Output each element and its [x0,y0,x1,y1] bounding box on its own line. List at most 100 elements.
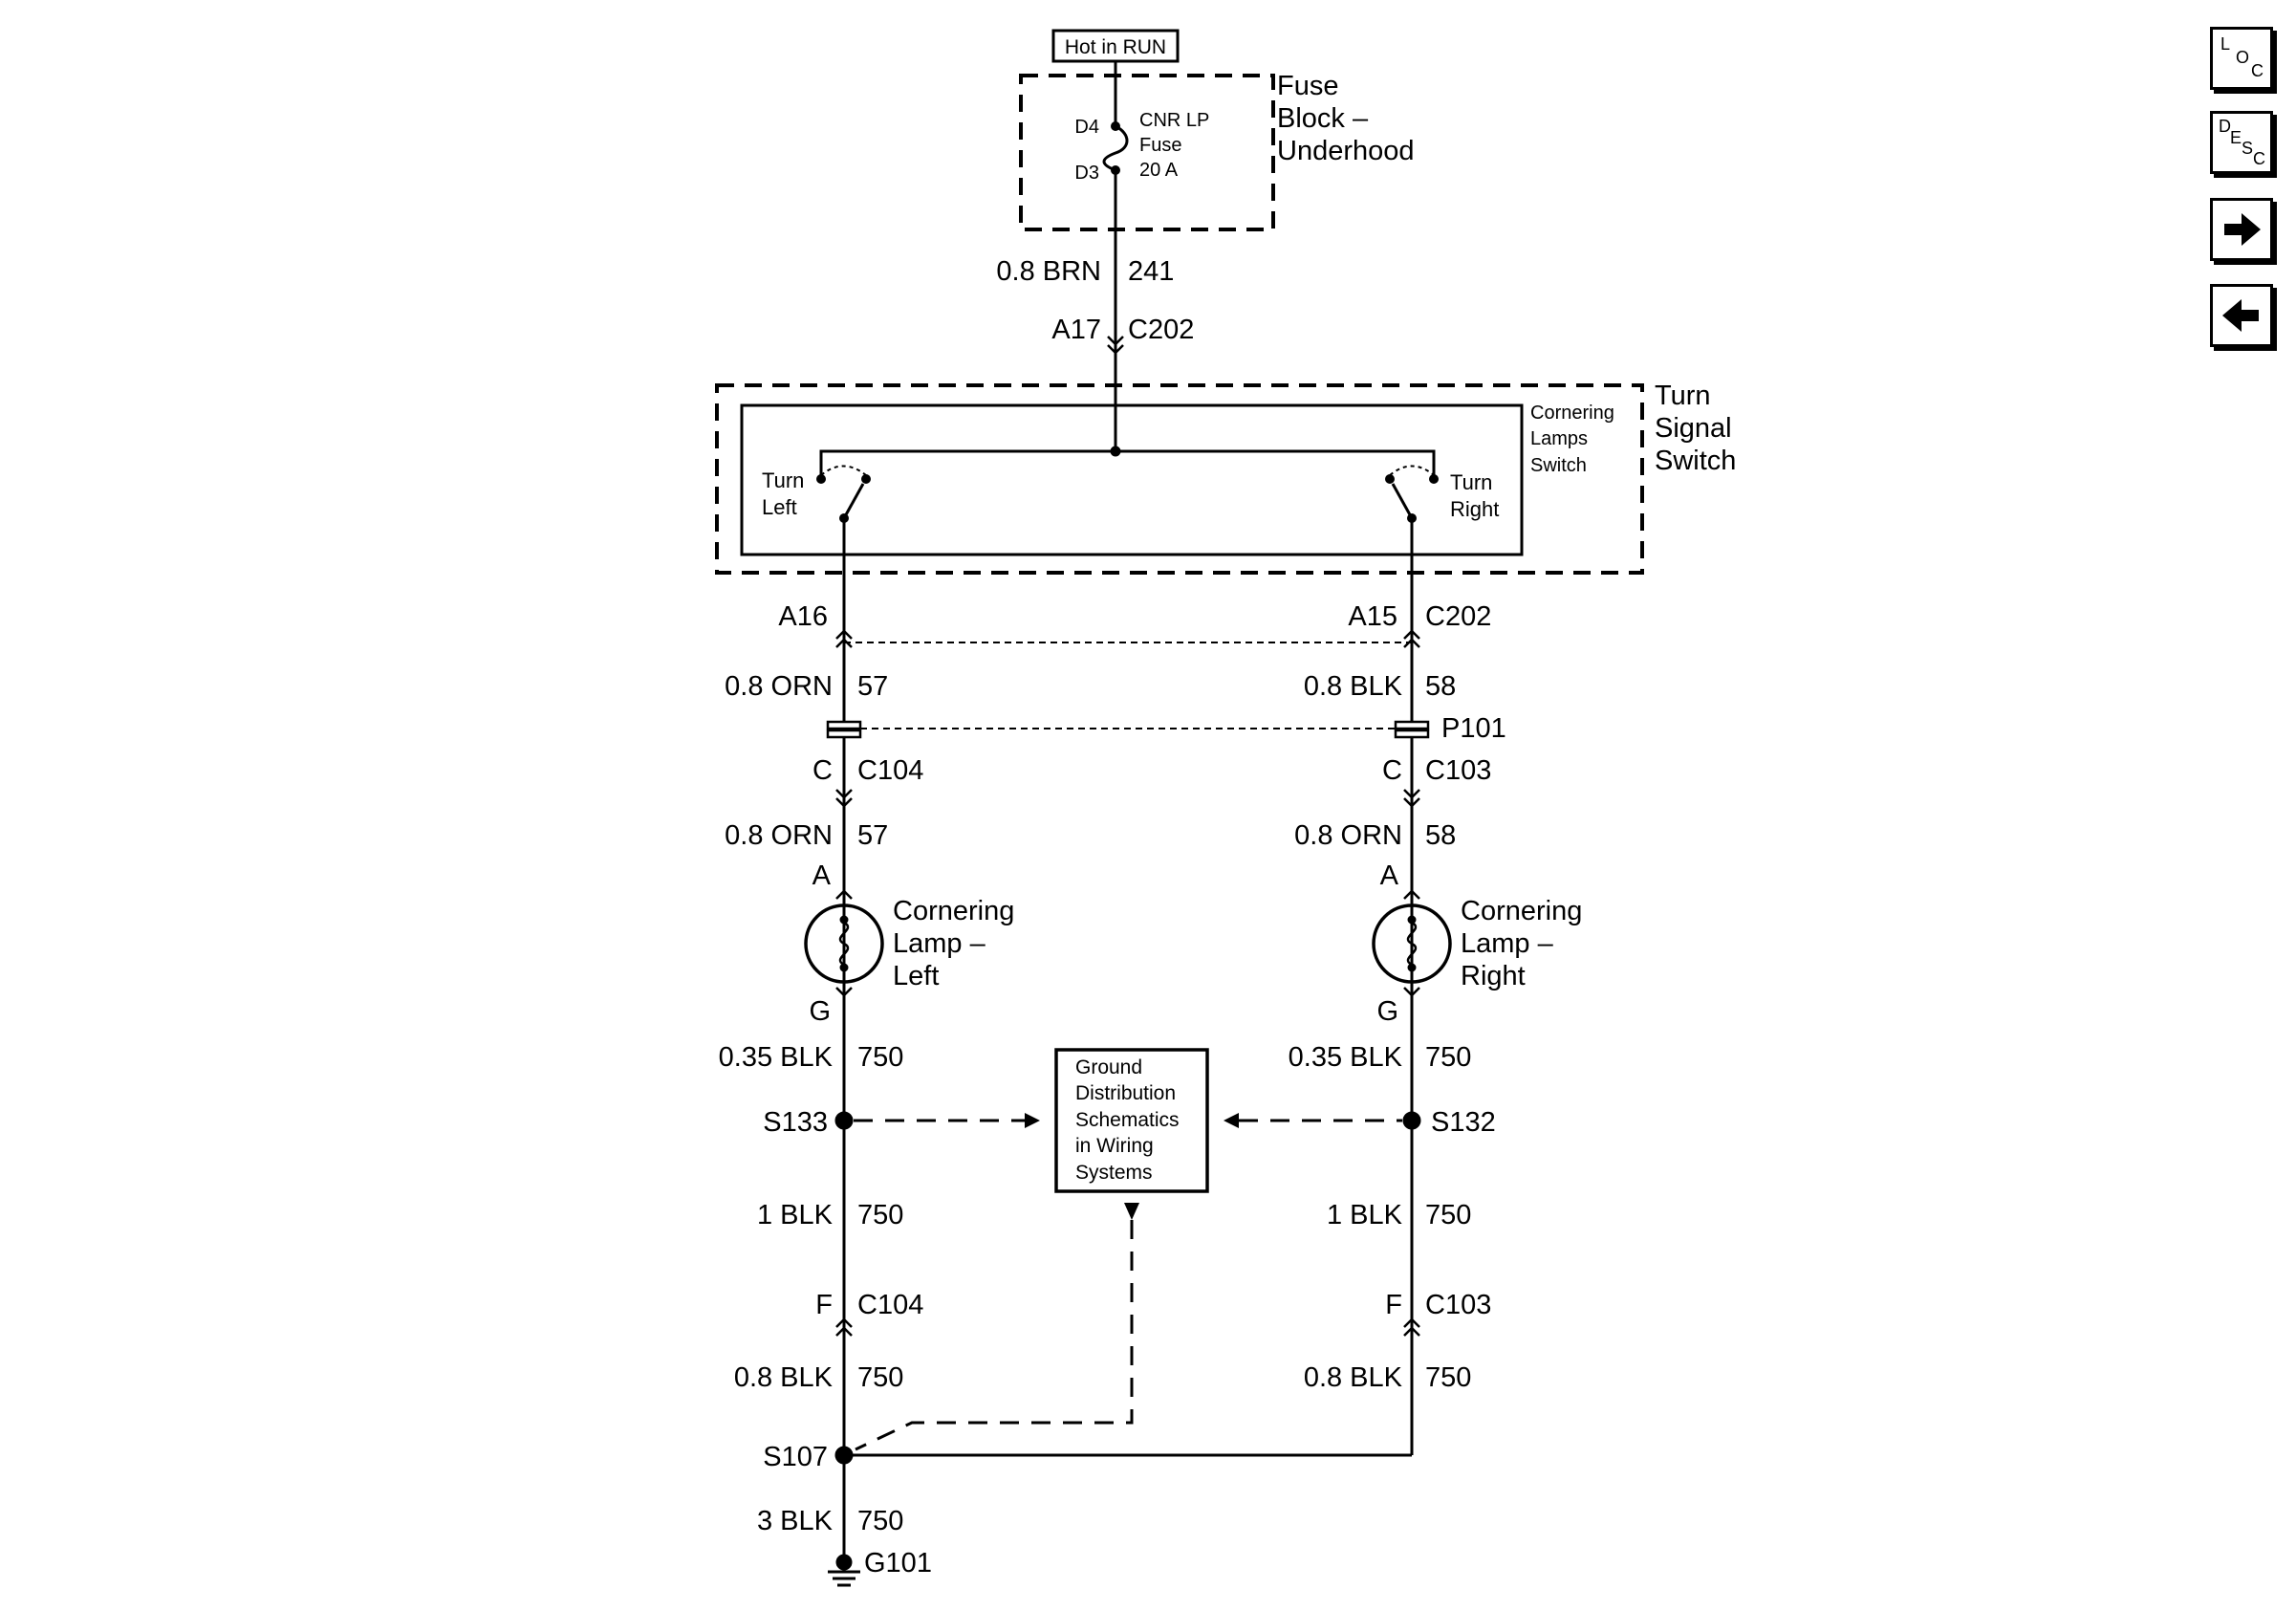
c202-pin-a15: A15 [1348,601,1397,632]
wire-57-lower-gauge: 0.8 ORN [725,820,833,851]
turn-right-fixed-contact [1385,474,1395,484]
c103-connector-lower: C103 [1425,1290,1491,1320]
p101-left-terminal-b [826,729,862,739]
turn-left-contact [816,474,826,484]
next-page-button[interactable] [2210,198,2273,261]
cornering-lamps-switch-box [740,403,1524,556]
c202-connector-right: C202 [1425,601,1491,632]
lamp-left-pin-a: A [812,860,832,891]
lamp-left-label: Cornering Lamp – Left [893,896,1022,991]
turn-right-contact-arc [1389,465,1435,476]
ground-distribution-box[interactable] [1054,1048,1209,1193]
lamp-right-pin-a: A [1380,860,1399,891]
arrow-left-icon [2222,299,2259,332]
connector-c104-c [835,789,853,808]
desc-letter-e: E [2230,128,2242,147]
lamp-right-terminal-g [1403,987,1420,997]
lamp-right-filament [1406,921,1418,967]
loc-letter-c: C [2251,61,2264,80]
wire-750-right-2-circuit: 750 [1425,1200,1471,1230]
desc-button[interactable]: D E S C [2210,111,2273,174]
fuse-block-outline [1019,74,1275,231]
wire-57-upper-gauge: 0.8 ORN [725,671,833,702]
lamp-left-terminal-a [835,889,853,900]
desc-letter-d: D [2219,117,2231,136]
s107-reference-arrow [1124,1203,1139,1220]
hot-in-run-label: Hot in RUN [1065,36,1166,58]
fuse-pin-d4: D4 [1074,117,1099,138]
s133-reference-arrow [1025,1113,1040,1128]
wire-750-right-1-gauge: 0.35 BLK [1289,1042,1403,1073]
wire-241-circuit: 241 [1128,256,1174,287]
lamp-left-pin-g: G [809,996,831,1027]
connector-c103-f [1403,1317,1420,1337]
wire-750-ground-gauge: 3 BLK [757,1506,834,1536]
cornering-lamps-switch-label: Cornering Lamps Switch [1530,403,1619,476]
wire-750-right-3-gauge: 0.8 BLK [1304,1362,1403,1393]
connector-c202-a15 [1403,629,1420,648]
wire-750-left-2-circuit: 750 [857,1200,903,1230]
c103-pin-f: F [1385,1290,1402,1320]
turn-signal-switch-title: Turn Signal Switch [1655,381,1740,476]
lamp-right-label: Cornering Lamp – Right [1461,896,1590,991]
connector-c202-a17 [1107,336,1124,355]
switch-bus [819,449,1436,478]
splice-s132 [1402,1111,1421,1130]
turn-right-contact [1429,474,1439,484]
turn-right-label: Turn Right [1450,470,1499,521]
desc-letter-c: C [2253,149,2265,168]
loc-letter-o: O [2236,48,2250,67]
lamp-left-filament-bottom [839,963,849,972]
c202-pin-a17: A17 [1051,315,1101,345]
p101-right-terminal [1394,720,1430,730]
turn-left-contact-arc [820,465,867,476]
lamp-left-terminal-g [835,987,853,997]
splice-s133 [834,1111,854,1130]
ground-distribution-label: Ground Distribution Schematics in Wiring… [1075,1056,1184,1184]
wire-750-right-3-circuit: 750 [1425,1362,1471,1393]
lamp-right-pin-g: G [1376,996,1398,1027]
c202-pin-a16: A16 [778,601,828,632]
connector-c103-c [1403,789,1420,808]
previous-page-button[interactable] [2210,284,2273,347]
turn-left-fixed-contact [861,474,871,484]
wire-58-upper-gauge: 0.8 BLK [1304,671,1403,702]
wire-750-right-1-circuit: 750 [1425,1042,1471,1073]
splice-s132-label: S132 [1431,1107,1496,1138]
fuse-pin-d3: D3 [1074,163,1099,184]
ground-g101-junction [835,1554,853,1571]
s107-reference-dashed [855,1220,1134,1451]
wire-750-left-1-gauge: 0.35 BLK [719,1042,834,1073]
wire-57-upper-circuit: 57 [857,671,888,702]
connector-c104-f [835,1317,853,1337]
lamp-right-filament-bottom [1407,963,1417,972]
wire-750-left-3-gauge: 0.8 BLK [734,1362,834,1393]
fuse-block-title: Fuse Block – Underhood [1277,71,1415,166]
lamp-left-filament-top [839,915,849,925]
c104-connector-lower: C104 [857,1290,923,1320]
turn-left-label: Turn Left [762,468,811,519]
wire-750-left-1-circuit: 750 [857,1042,903,1073]
c103-connector-upper: C103 [1425,755,1491,786]
fuse-label: CNR LP Fuse 20 A [1139,110,1215,181]
wire-750-left-3-circuit: 750 [857,1362,903,1393]
lamp-right-terminal-a [1403,889,1420,900]
wire-58-lower-gauge: 0.8 ORN [1294,820,1402,851]
wire-58-lower-circuit: 58 [1425,820,1456,851]
loc-button[interactable]: L O C [2210,27,2273,90]
c104-pin-f: F [815,1290,833,1320]
c104-connector-upper: C104 [857,755,923,786]
p101-left-terminal [826,720,862,730]
wire-750-left-2-gauge: 1 BLK [757,1200,834,1230]
wire-241-gauge: 0.8 BRN [996,256,1101,287]
splice-s107-label: S107 [763,1442,828,1472]
connector-c202-a16 [835,629,853,648]
splice-s133-label: S133 [763,1107,828,1138]
arrow-right-icon [2224,213,2261,246]
c202-connector-top: C202 [1128,315,1194,345]
loc-letter-l: L [2220,34,2231,54]
p101-label: P101 [1441,713,1506,744]
lamp-left-filament [838,921,850,967]
wire-750-ground-circuit: 750 [857,1506,903,1536]
